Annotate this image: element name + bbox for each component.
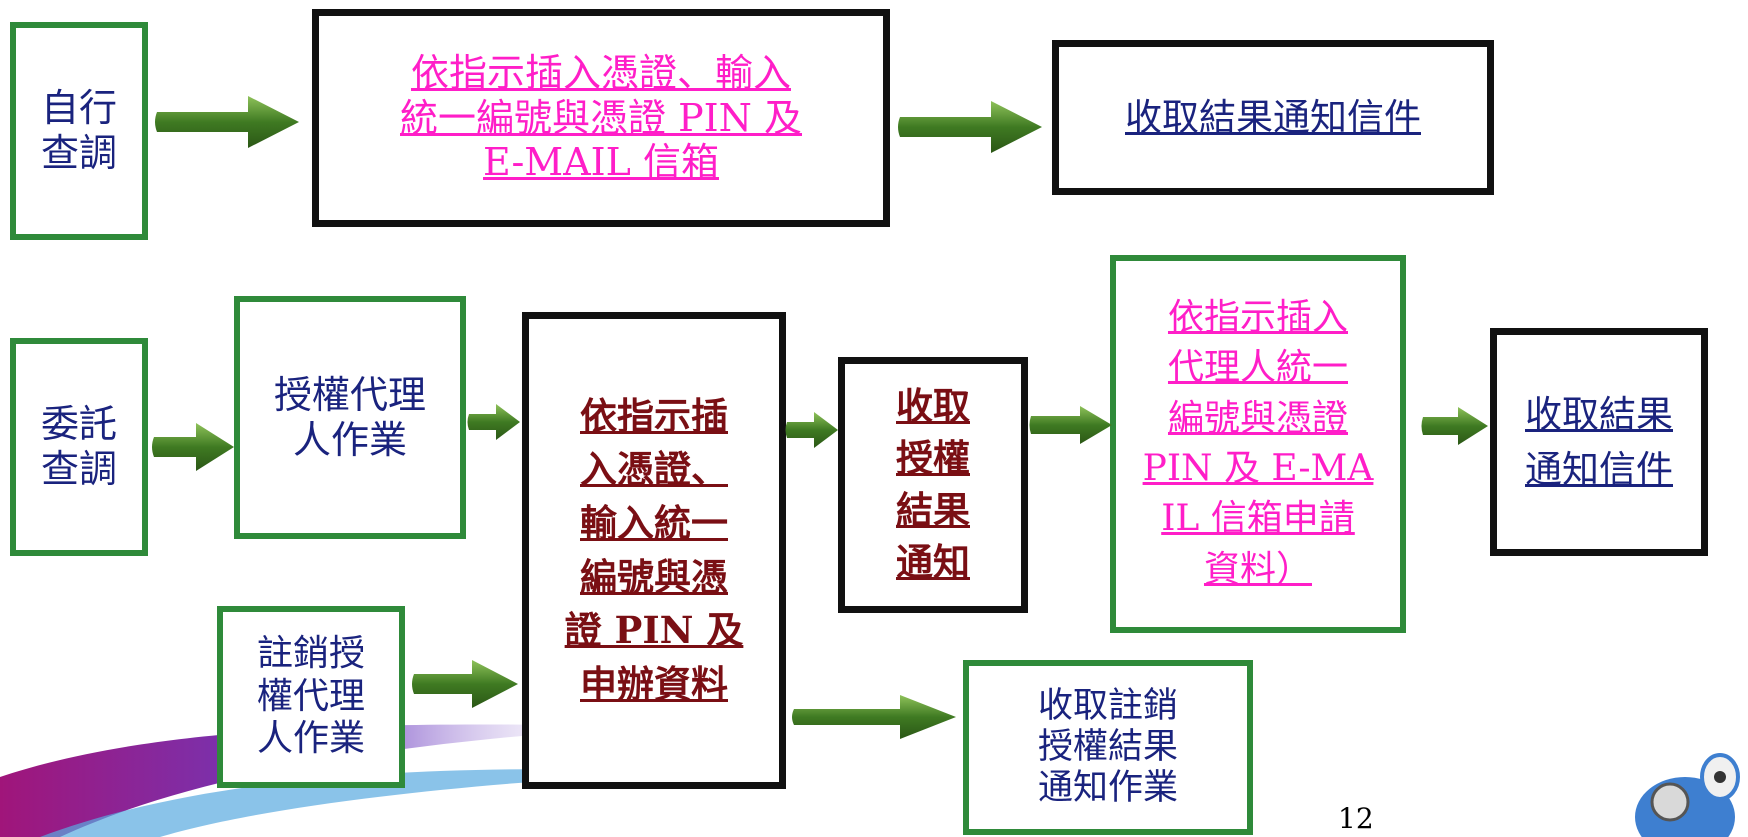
arrow-right-icon bbox=[412, 660, 518, 708]
self-query-step1-box[interactable]: 依指示插入憑證、輸入 統一編號與憑證 PIN 及 E-MAIL 信箱 bbox=[312, 9, 890, 227]
box-line: 授權結果 bbox=[1037, 726, 1178, 767]
link-text[interactable]: 收取結果通知信件 bbox=[1125, 95, 1421, 139]
arrow-right-icon bbox=[152, 423, 234, 471]
arrow-right-icon bbox=[155, 96, 299, 148]
arrow-right-icon bbox=[792, 695, 956, 739]
link-text[interactable]: 編號與憑證 bbox=[1167, 397, 1348, 439]
page-number: 12 bbox=[1338, 802, 1374, 835]
link-text[interactable]: PIN 及 E-MA bbox=[1142, 448, 1374, 489]
arrow-right-icon bbox=[785, 412, 838, 448]
link-text[interactable]: 證 PIN 及 bbox=[564, 608, 744, 653]
arrow-right-icon bbox=[1421, 407, 1488, 445]
box-line: 收取註銷 bbox=[1037, 685, 1178, 726]
auth-result-notice-box[interactable]: 收取 授權 結果 通知 bbox=[838, 357, 1028, 613]
box-line: 授權代理 bbox=[273, 372, 426, 417]
delegated-result-box[interactable]: 收取結果 通知信件 bbox=[1490, 328, 1708, 556]
link-text[interactable]: 通知 bbox=[896, 539, 970, 584]
self-query-result-box[interactable]: 收取結果通知信件 bbox=[1052, 40, 1494, 195]
box-line: 查調 bbox=[40, 447, 117, 491]
link-text[interactable]: 通知信件 bbox=[1525, 448, 1673, 491]
mascot-icon bbox=[1635, 753, 1740, 837]
link-text[interactable]: 資料） bbox=[1203, 548, 1312, 590]
link-text[interactable]: 編號與憑 bbox=[580, 554, 728, 599]
cancel-result-notice-box: 收取註銷 授權結果 通知作業 bbox=[963, 660, 1253, 835]
link-text[interactable]: 授權 bbox=[896, 436, 970, 481]
delegated-step2-box[interactable]: 依指示插入 代理人統一 編號與憑證 PIN 及 E-MA IL 信箱申請 資料） bbox=[1110, 255, 1406, 633]
link-text[interactable]: 收取結果 bbox=[1525, 392, 1673, 436]
box-line: 通知作業 bbox=[1037, 768, 1178, 809]
box-line: 人作業 bbox=[292, 417, 407, 462]
link-text[interactable]: E-MAIL 信箱 bbox=[483, 140, 719, 185]
link-text[interactable]: IL 信箱申請 bbox=[1161, 498, 1355, 540]
link-text[interactable]: 收取 bbox=[896, 384, 970, 429]
link-text[interactable]: 代理人統一 bbox=[1167, 347, 1348, 389]
link-text[interactable]: 依指示插 bbox=[580, 393, 728, 438]
link-text[interactable]: 輸入統一 bbox=[580, 500, 728, 545]
box-line: 查調 bbox=[40, 131, 117, 175]
link-text[interactable]: 統一編號與憑證 PIN 及 bbox=[400, 95, 802, 140]
delegated-step1-box[interactable]: 依指示插 入憑證、 輸入統一 編號與憑 證 PIN 及 申辦資料 bbox=[522, 312, 786, 789]
box-line: 自行 bbox=[40, 86, 117, 131]
box-line: 權代理 bbox=[256, 675, 365, 717]
authorize-agent-box: 授權代理 人作業 bbox=[234, 296, 466, 539]
arrow-right-icon bbox=[1029, 406, 1112, 444]
link-text[interactable]: 結果 bbox=[896, 488, 970, 532]
arrow-right-icon bbox=[467, 404, 520, 440]
self-query-start-box: 自行 查調 bbox=[10, 22, 148, 240]
link-text[interactable]: 申辦資料 bbox=[580, 661, 728, 706]
box-line: 註銷授 bbox=[256, 633, 365, 675]
cancel-authorization-box: 註銷授 權代理 人作業 bbox=[217, 606, 405, 788]
decorative-swoosh bbox=[0, 724, 700, 837]
arrow-right-icon bbox=[898, 101, 1042, 153]
link-text[interactable]: 依指示插入憑證、輸入 bbox=[410, 50, 791, 95]
link-text[interactable]: 入憑證、 bbox=[580, 447, 728, 492]
box-line: 委託 bbox=[40, 402, 117, 447]
link-text[interactable]: 依指示插入 bbox=[1167, 296, 1348, 338]
delegated-query-start-box: 委託 查調 bbox=[10, 338, 148, 556]
box-line: 人作業 bbox=[256, 718, 365, 760]
